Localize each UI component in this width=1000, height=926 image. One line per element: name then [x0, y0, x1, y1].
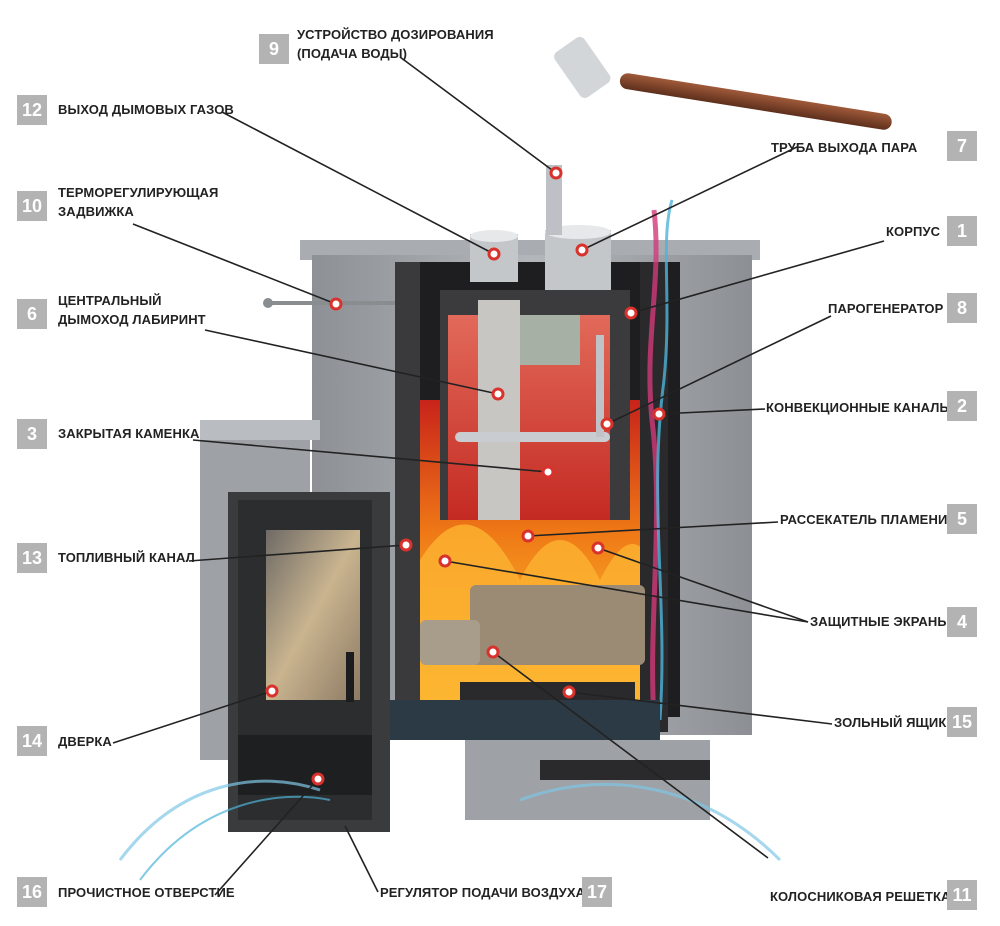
label-9-line1: УСТРОЙСТВО ДОЗИРОВАНИЯ: [297, 27, 494, 42]
marker-5: [521, 529, 535, 543]
badge-9: 9: [259, 34, 289, 64]
marker-12: [487, 247, 501, 261]
label-11: КОЛОСНИКОВАЯ РЕШЕТКА: [770, 889, 951, 904]
marker-4b: [591, 541, 605, 555]
label-9-line2: (ПОДАЧА ВОДЫ): [297, 46, 408, 61]
label-17: РЕГУЛЯТОР ПОДАЧИ ВОЗДУХА: [380, 885, 586, 900]
label-6: ЦЕНТРАЛЬНЫЙ ДЫМОХОД ЛАБИРИНТ: [58, 291, 206, 329]
label-3: ЗАКРЫТАЯ КАМЕНКА: [58, 426, 200, 441]
marker-4a: [438, 554, 452, 568]
marker-6: [491, 387, 505, 401]
marker-9: [549, 166, 563, 180]
label-9: УСТРОЙСТВО ДОЗИРОВАНИЯ (ПОДАЧА ВОДЫ): [297, 25, 494, 63]
badge-10: 10: [17, 191, 47, 221]
badge-12: 12: [17, 95, 47, 125]
marker-1: [624, 306, 638, 320]
marker-15: [562, 685, 576, 699]
badge-3: 3: [17, 419, 47, 449]
label-6-line1: ЦЕНТРАЛЬНЫЙ: [58, 293, 162, 308]
label-6-line2: ДЫМОХОД ЛАБИРИНТ: [58, 312, 206, 327]
label-16: ПРОЧИСТНОЕ ОТВЕРСТИЕ: [58, 885, 235, 900]
label-13: ТОПЛИВНЫЙ КАНАЛ: [58, 550, 195, 565]
badge-6: 6: [17, 299, 47, 329]
label-8: ПАРОГЕНЕРАТОР: [828, 301, 944, 316]
marker-7: [575, 243, 589, 257]
badge-16: 16: [17, 877, 47, 907]
badge-17: 17: [582, 877, 612, 907]
marker-14: [265, 684, 279, 698]
label-14: ДВЕРКА: [58, 734, 112, 749]
callout-markers: [265, 166, 666, 786]
label-7: ТРУБА ВЫХОДА ПАРА: [771, 140, 918, 155]
badge-1: 1: [947, 216, 977, 246]
stove-body: [118, 36, 892, 881]
badge-13: 13: [17, 543, 47, 573]
badge-15: 15: [947, 707, 977, 737]
leader-lines: [112, 56, 885, 896]
marker-13: [399, 538, 413, 552]
marker-3: [541, 465, 555, 479]
label-12: ВЫХОД ДЫМОВЫХ ГАЗОВ: [58, 102, 234, 117]
marker-10: [329, 297, 343, 311]
label-15: ЗОЛЬНЫЙ ЯЩИК: [834, 715, 947, 730]
marker-2: [652, 407, 666, 421]
badge-4: 4: [947, 607, 977, 637]
badge-2: 2: [947, 391, 977, 421]
marker-8: [600, 417, 614, 431]
label-10-line1: ТЕРМОРЕГУЛИРУЮЩАЯ: [58, 185, 219, 200]
label-1: КОРПУС: [886, 224, 941, 239]
label-10: ТЕРМОРЕГУЛИРУЮЩАЯ ЗАДВИЖКА: [58, 183, 219, 221]
badge-5: 5: [947, 504, 977, 534]
marker-16: [311, 772, 325, 786]
badge-11: 11: [947, 880, 977, 910]
label-5: РАССЕКАТЕЛЬ ПЛАМЕНИ: [780, 512, 948, 527]
marker-11: [486, 645, 500, 659]
label-4: ЗАЩИТНЫЕ ЭКРАНЫ: [810, 614, 951, 629]
badge-14: 14: [17, 726, 47, 756]
label-2: КОНВЕКЦИОННЫЕ КАНАЛЫ: [766, 400, 953, 415]
badge-7: 7: [947, 131, 977, 161]
label-10-line2: ЗАДВИЖКА: [58, 204, 134, 219]
badge-8: 8: [947, 293, 977, 323]
